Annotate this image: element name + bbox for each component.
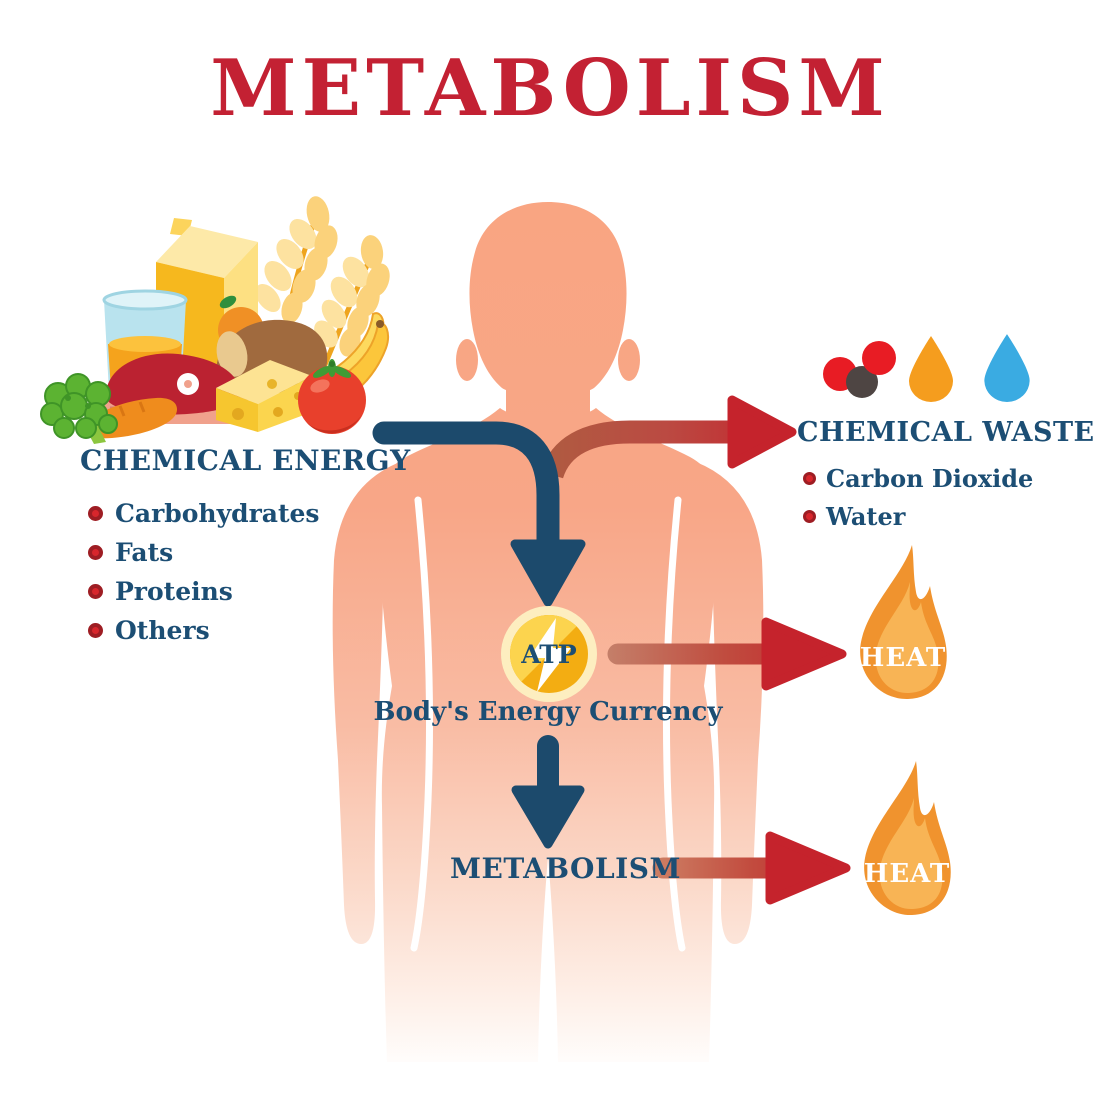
page-title: METABOLISM [210,43,890,134]
list-item: Carbon Dioxide [797,459,1095,497]
energy-arrowhead [510,539,586,607]
body-arm-left [332,462,400,945]
tomato-icon [298,359,366,434]
heat-label-top: HEAT [860,643,946,673]
waste-arrowhead [727,395,797,469]
body-arm-right [696,462,764,945]
chemical-waste-section: CHEMICAL WASTE Carbon Dioxide Water [797,417,1095,535]
bullet-icon [803,471,816,485]
heat-flame-top: HEAT [860,545,947,700]
list-item: Others [80,611,411,650]
human-silhouette [332,202,764,1062]
bullet-icon [803,509,816,523]
chemical-waste-heading: CHEMICAL WASTE [797,417,1095,448]
list-item: Fats [80,533,411,572]
bullet-icon [88,584,103,599]
atp-badge: ATP [501,606,597,702]
broccoli-icon [40,373,118,444]
atp-label: ATP [520,640,577,669]
bullet-icon [88,623,103,638]
atp-down-arrow [511,735,585,849]
body-ear-right [618,339,640,381]
list-item: Carbohydrates [80,494,411,533]
bullet-icon [88,506,103,521]
co2-molecule-icon [823,341,896,398]
food-illustration [40,196,390,444]
body-arm-gap-left [410,496,434,952]
chemical-energy-heading: CHEMICAL ENERGY [80,444,411,477]
atp-caption: Body's Energy Currency [373,697,723,727]
metabolism-heat-arrow [652,831,851,905]
body-ear-left [456,339,478,381]
water-droplet-icon [984,334,1030,402]
list-item: Water [797,497,1095,535]
lightning-bolt-icon [529,618,571,692]
body-neck [506,378,590,423]
energy-flow-arrow [372,421,586,607]
atp-heat-arrow [607,617,847,691]
metabolism-label: METABOLISM [450,852,681,885]
body-head [469,202,627,396]
metabolism-heat-arrowhead [765,831,851,905]
cheese-wedge-icon [216,360,312,432]
orange-droplet-icon [909,336,953,402]
heat-flame-bottom: HEAT [864,761,951,916]
atp-heat-arrowhead [761,617,847,691]
atp-down-arrowhead [511,785,585,849]
body-arm-gap-right [662,496,686,952]
chemical-energy-list: Carbohydrates Fats Proteins Others [80,494,411,650]
chemical-waste-list: Carbon Dioxide Water [797,459,1095,535]
bullet-icon [88,545,103,560]
chemical-energy-section: CHEMICAL ENERGY Carbohydrates Fats Prote… [80,444,411,650]
heat-label-bottom: HEAT [864,859,950,889]
list-item: Proteins [80,572,411,611]
